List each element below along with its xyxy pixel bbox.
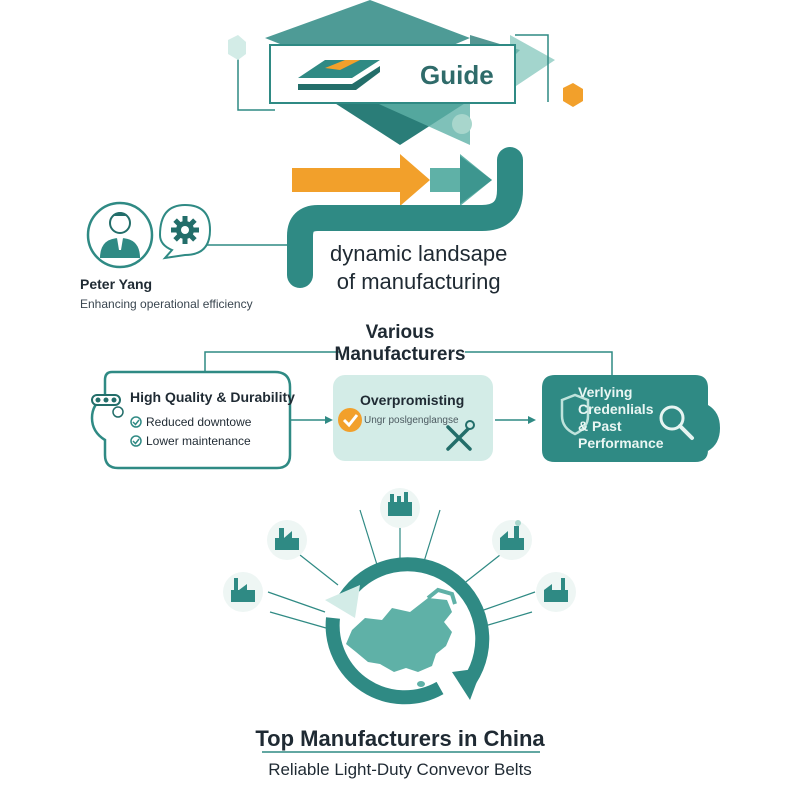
factory-icon: [267, 520, 307, 560]
card-verifying: [542, 375, 720, 462]
factory-icon: [492, 520, 532, 560]
person-name: Peter Yang: [80, 276, 153, 292]
china-map: [346, 598, 452, 672]
gear-icon: [171, 216, 199, 244]
footer-subtitle: Reliable Light-Duty Convevor Belts: [268, 760, 532, 779]
cycle-arrowhead-light: [325, 585, 360, 618]
card-verifying-title: Verlying Credenlials & Past Performance: [578, 384, 688, 452]
circle-decoration: [452, 114, 472, 134]
landscape-caption: dynamic landsape of manufacturing: [330, 240, 507, 296]
card-verifying-line: Credenlials: [578, 401, 654, 417]
landscape-line-1: dynamic landsape: [330, 241, 508, 266]
curved-pipe: [287, 147, 523, 288]
shield-icon: [560, 393, 590, 436]
magnifier-icon: [659, 405, 694, 440]
factory-icon: [223, 572, 263, 612]
manufacturers-title: Various Manufacturers: [300, 322, 500, 366]
person-tagline: Enhancing operational efficiency: [80, 297, 253, 311]
manufacturers-title-line-1: Various: [365, 322, 435, 343]
banner-diamond-top: [265, 0, 470, 80]
factory-icon: [380, 488, 420, 528]
check-icon: [130, 435, 142, 447]
factory-icon: [536, 572, 576, 612]
person-icon: [100, 212, 140, 258]
footer-title: Top Manufacturers in China: [255, 726, 545, 751]
landscape-line-2: of manufacturing: [336, 269, 501, 294]
banner-arrow-right: [510, 35, 555, 90]
china-map-northeast: [426, 587, 457, 605]
banner-triangle-bottom-light: [370, 100, 470, 145]
card-overpromising: [333, 375, 493, 461]
hexagon-small-teal: [228, 35, 246, 60]
card-overpromising-title: Overpromisting: [360, 392, 465, 408]
wrench-icon: [446, 420, 475, 451]
guide-banner: [228, 0, 583, 145]
card-quality-title: High Quality & Durability: [130, 389, 295, 405]
card-quality-item: Reduced downtowe: [146, 415, 252, 429]
card-quality: [90, 370, 292, 470]
cycle-arrow: [325, 557, 490, 705]
banner-logo-base: [298, 66, 380, 90]
cycle-arrowhead-dark: [452, 668, 482, 700]
banner-logo-accent: [325, 60, 360, 70]
banner-frame-right: [515, 34, 549, 102]
orange-arrow: [292, 154, 430, 206]
teal-arrow-tip: [460, 156, 492, 204]
check-icon: [130, 416, 142, 428]
card-quality-item: Lower maintenance: [146, 434, 251, 448]
factory-icons: [223, 488, 576, 612]
china-map-island: [417, 681, 425, 687]
factory-rays: [267, 509, 536, 629]
manufacturers-connectors: [204, 351, 613, 424]
conveyor-icon: [91, 394, 124, 418]
card-verifying-line: & Past: [578, 418, 622, 434]
card-overpromising-subtitle: Ungr poslgenglangse: [364, 415, 459, 426]
guide-title: Guide: [420, 60, 494, 90]
card-verifying-line: Verlying: [578, 384, 633, 400]
banner-frame-left: [237, 48, 275, 111]
check-icon: [338, 408, 362, 432]
hexagon-small-orange: [563, 83, 583, 107]
card-verifying-line: Performance: [578, 435, 664, 451]
person-card: [86, 201, 290, 269]
flow-arrows: [287, 147, 523, 288]
manufacturers-title-line-2: Manufacturers: [334, 344, 466, 365]
